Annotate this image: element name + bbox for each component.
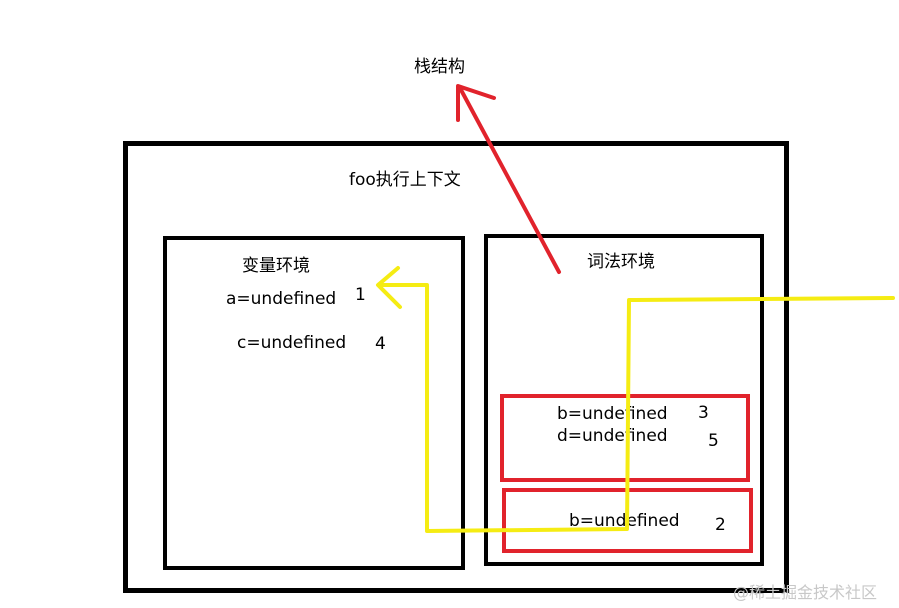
block2-entry-b: b=undefined: [569, 511, 680, 531]
block-entry-b: b=undefined: [557, 404, 668, 424]
block-entry-d: d=undefined: [557, 426, 668, 446]
variable-environment-box: [163, 236, 465, 570]
execution-context-box: [123, 141, 789, 593]
scope-chain-path: [379, 283, 895, 533]
block2-entry-b-order: 2: [715, 515, 726, 535]
variable-entry-c: c=undefined: [237, 333, 347, 353]
variable-entry-a-order: 1: [355, 285, 366, 305]
block-entry-b-order: 3: [698, 403, 709, 423]
arrow-left-icon: [376, 266, 402, 309]
block-scope-inner: [500, 394, 750, 482]
watermark: @稀土掘金技术社区: [733, 583, 878, 602]
stack-label: 栈结构: [414, 57, 465, 77]
variable-entry-a: a=undefined: [226, 289, 337, 309]
arrow-up-left-icon: [456, 84, 561, 274]
lexical-environment-title: 词法环境: [587, 252, 655, 272]
variable-entry-c-order: 4: [375, 334, 386, 354]
lexical-environment-box: [484, 234, 764, 566]
block-entry-d-order: 5: [708, 431, 719, 451]
execution-context-title: foo执行上下文: [349, 170, 461, 190]
variable-environment-title: 变量环境: [242, 256, 310, 276]
